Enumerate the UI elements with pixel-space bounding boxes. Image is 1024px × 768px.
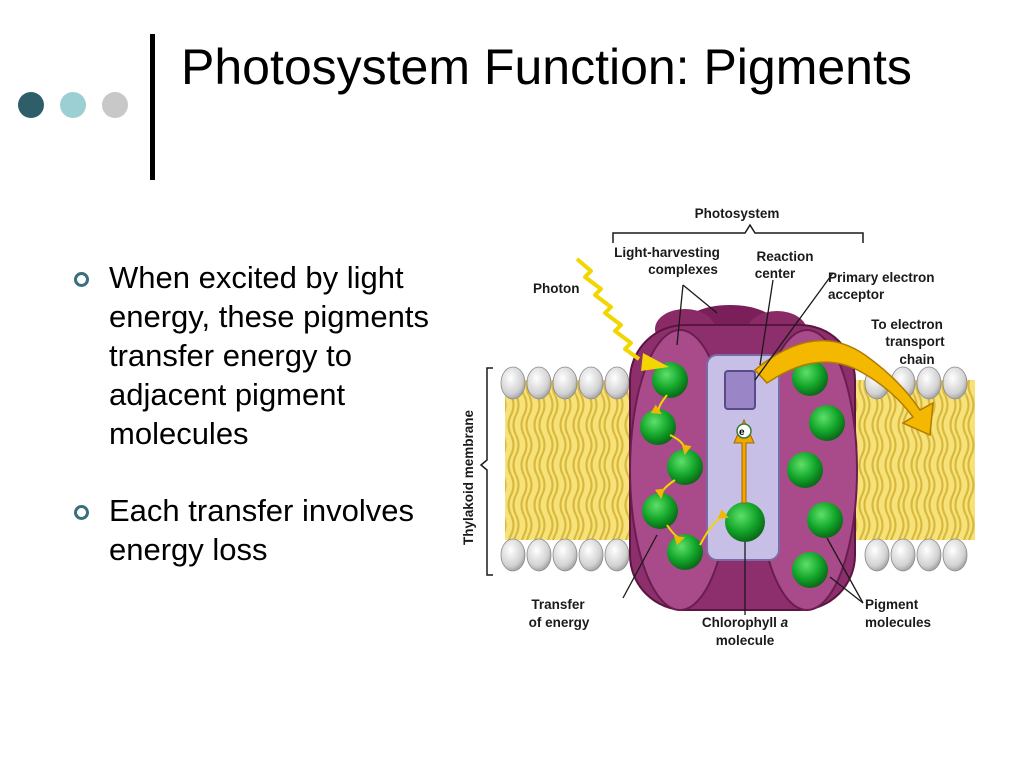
bullet-text: When excited by light energy, these pigm… bbox=[109, 260, 429, 451]
chlorophyll-a-molecule bbox=[725, 502, 765, 542]
leader-lines bbox=[622, 272, 864, 615]
thylakoid-bracket bbox=[479, 367, 493, 576]
label-thylakoid: Thylakoid membrane bbox=[461, 409, 476, 545]
pigment-molecules bbox=[640, 360, 845, 588]
lipid-head bbox=[578, 538, 604, 572]
to-chain-arrow bbox=[753, 339, 934, 437]
dot-teal bbox=[60, 92, 86, 118]
lipid-head bbox=[916, 538, 942, 572]
lipid-head bbox=[604, 366, 630, 400]
lipid-head bbox=[500, 366, 526, 400]
label-chlorophyll-1: Chlorophyll a bbox=[702, 615, 789, 630]
label-light-harvesting-2: complexes bbox=[648, 262, 718, 277]
lipid-heads-bottom bbox=[500, 538, 968, 572]
decorative-dots bbox=[14, 92, 134, 122]
primary-acceptor bbox=[724, 370, 756, 410]
dot-gray bbox=[102, 92, 128, 118]
lipid-head bbox=[942, 538, 968, 572]
label-pigment-2: molecules bbox=[865, 615, 931, 630]
slide-title: Photosystem Function: Pigments bbox=[181, 39, 912, 95]
title-divider bbox=[150, 34, 155, 180]
bullet-icon bbox=[74, 272, 89, 287]
label-reaction-2: center bbox=[755, 266, 796, 281]
label-chain-3: chain bbox=[899, 352, 934, 367]
dot-dark bbox=[18, 92, 44, 118]
energy-transfer-arrows bbox=[650, 394, 729, 546]
lipid-head bbox=[526, 366, 552, 400]
lipid-head bbox=[500, 538, 526, 572]
label-light-harvesting-1: Light-harvesting bbox=[614, 245, 720, 260]
lipid-head bbox=[578, 366, 604, 400]
label-reaction-1: Reaction bbox=[756, 249, 813, 264]
label-transfer-2: of energy bbox=[529, 615, 590, 630]
photon-wave bbox=[575, 257, 641, 361]
electron-transfer: e bbox=[733, 418, 755, 504]
label-chain-2: transport bbox=[885, 334, 945, 349]
electron-label: e bbox=[739, 427, 745, 438]
photosystem-diagram: e Photosystem Light-harvesting complexes… bbox=[461, 206, 975, 648]
bullet-item: When excited by light energy, these pigm… bbox=[72, 258, 442, 453]
lipid-head bbox=[890, 538, 916, 572]
electron-icon bbox=[736, 423, 752, 439]
bullet-item: Each transfer involves energy loss bbox=[72, 491, 442, 569]
photosystem-bracket bbox=[612, 223, 864, 243]
label-photosystem: Photosystem bbox=[695, 206, 780, 221]
label-chlorophyll-word: Chlorophyll bbox=[702, 615, 781, 630]
lipid-head bbox=[526, 538, 552, 572]
bullet-text: Each transfer involves energy loss bbox=[109, 493, 414, 567]
lipid-head bbox=[864, 538, 890, 572]
label-chlorophyll-2: molecule bbox=[716, 633, 775, 648]
label-chain-1: To electron bbox=[871, 317, 943, 332]
label-primary-2: acceptor bbox=[828, 287, 885, 302]
lipid-head bbox=[552, 366, 578, 400]
lipid-head bbox=[942, 366, 968, 400]
bullet-list: When excited by light energy, these pigm… bbox=[72, 258, 442, 607]
label-primary-1: Primary electron bbox=[828, 270, 935, 285]
lipid-head bbox=[916, 366, 942, 400]
label-pigment-1: Pigment bbox=[865, 597, 919, 612]
label-chlorophyll-a: a bbox=[781, 615, 789, 630]
label-transfer-1: Transfer bbox=[531, 597, 585, 612]
lipid-head bbox=[604, 538, 630, 572]
lipid-head bbox=[552, 538, 578, 572]
bullet-icon bbox=[74, 505, 89, 520]
label-photon: Photon bbox=[533, 281, 580, 296]
